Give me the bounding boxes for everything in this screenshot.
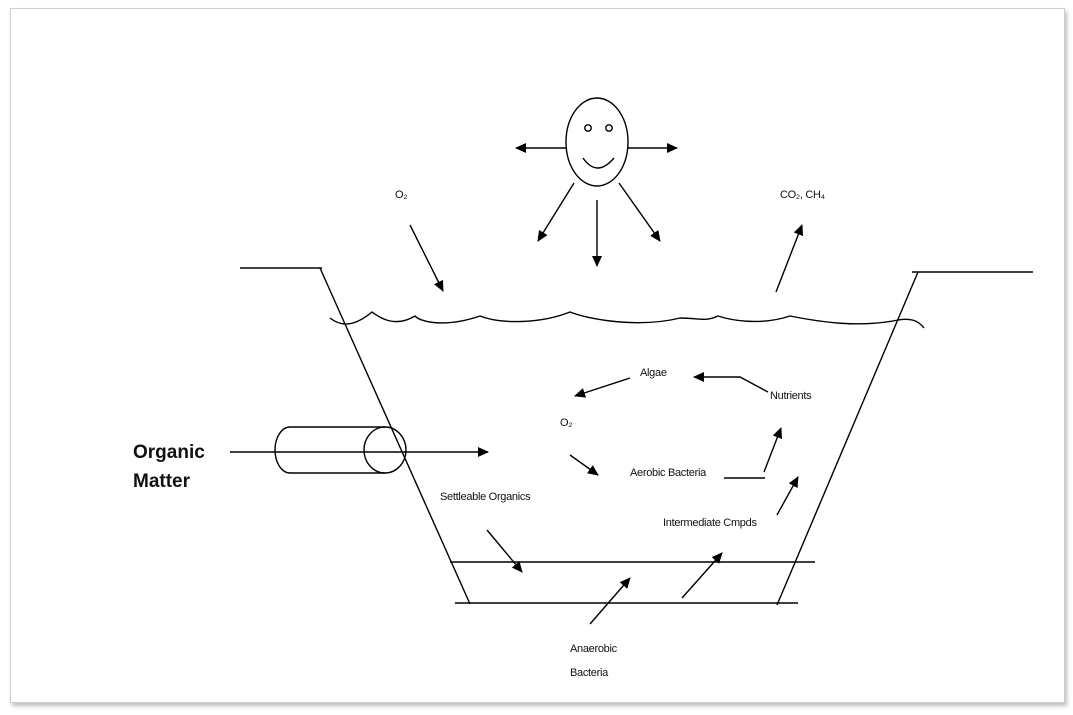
water-surface [330,312,924,328]
label-gases-out: CO₂, CH₄ [780,189,826,201]
pipe-outlet [364,427,406,473]
label-aerobic-bacteria: Aerobic Bacteria [630,467,707,479]
arrow-settling [487,530,522,572]
arrow-nutrients-to-algae [694,377,768,392]
arrow-sun-down-right [619,183,660,241]
arrow-sludge-to-intermediates [682,553,722,598]
sun-smile [583,158,614,168]
label-anaerobic-bacteria-line2: Bacteria [570,667,609,679]
smiling-sun-icon [566,98,628,186]
label-organic-matter-line1: Organic [133,442,205,463]
label-oxygen-in: O₂ [395,189,407,201]
arrow-oxygen-to-bacteria [570,455,598,475]
pipe-body [275,427,385,473]
label-settleable-organics: Settleable Organics [440,491,531,503]
sun-left-eye [585,125,591,131]
arrow-sun-down-left [538,183,574,241]
label-algae: Algae [640,367,667,379]
arrow-anaerobic-bacteria [590,578,630,624]
pipe-icon [275,427,406,473]
label-nutrients: Nutrients [770,390,812,402]
arrow-intermediates-to-bacteria [777,477,798,515]
label-intermediate-compounds: Intermediate Cmpds [663,517,757,529]
label-oxygen-cycle: O₂ [560,417,572,429]
arrow-oxygen-in [410,225,443,291]
label-anaerobic-bacteria-line1: Anaerobic [570,643,618,655]
pond-right-wall [777,272,918,605]
label-organic-matter-line2: Matter [133,471,191,492]
arrow-bacteria-to-nutrients [764,428,781,472]
sun-right-eye [606,125,612,131]
sun-face [566,98,628,186]
arrow-gases-out [776,225,802,292]
pond-left-wall [320,268,470,604]
arrow-algae-to-oxygen [575,378,630,396]
